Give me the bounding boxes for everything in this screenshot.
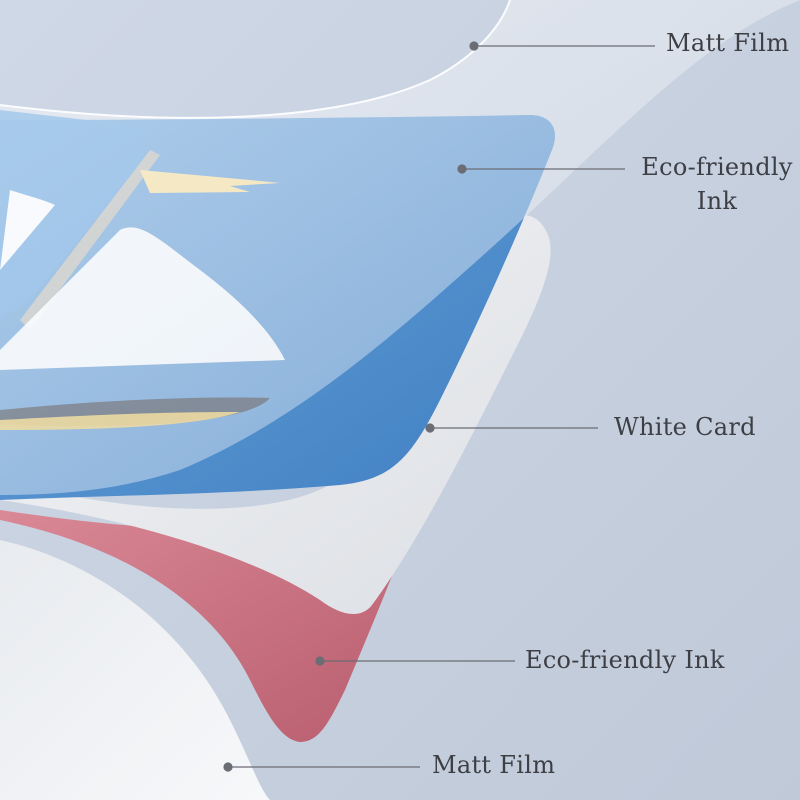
label-top-matt-film: Matt Film bbox=[666, 26, 789, 60]
leader-dot-white-card bbox=[426, 424, 434, 432]
leader-dot-bottom-matt-film bbox=[224, 763, 232, 771]
leader-dot-top-ink bbox=[458, 165, 466, 173]
label-bottom-ink: Eco-friendly Ink bbox=[525, 643, 725, 677]
label-top-ink: Eco-friendly Ink bbox=[634, 150, 800, 218]
label-white-card: White Card bbox=[614, 410, 756, 444]
leader-dot-bottom-ink bbox=[316, 657, 324, 665]
leader-dot-top-matt-film bbox=[470, 42, 478, 50]
label-bottom-matt-film: Matt Film bbox=[432, 748, 555, 782]
